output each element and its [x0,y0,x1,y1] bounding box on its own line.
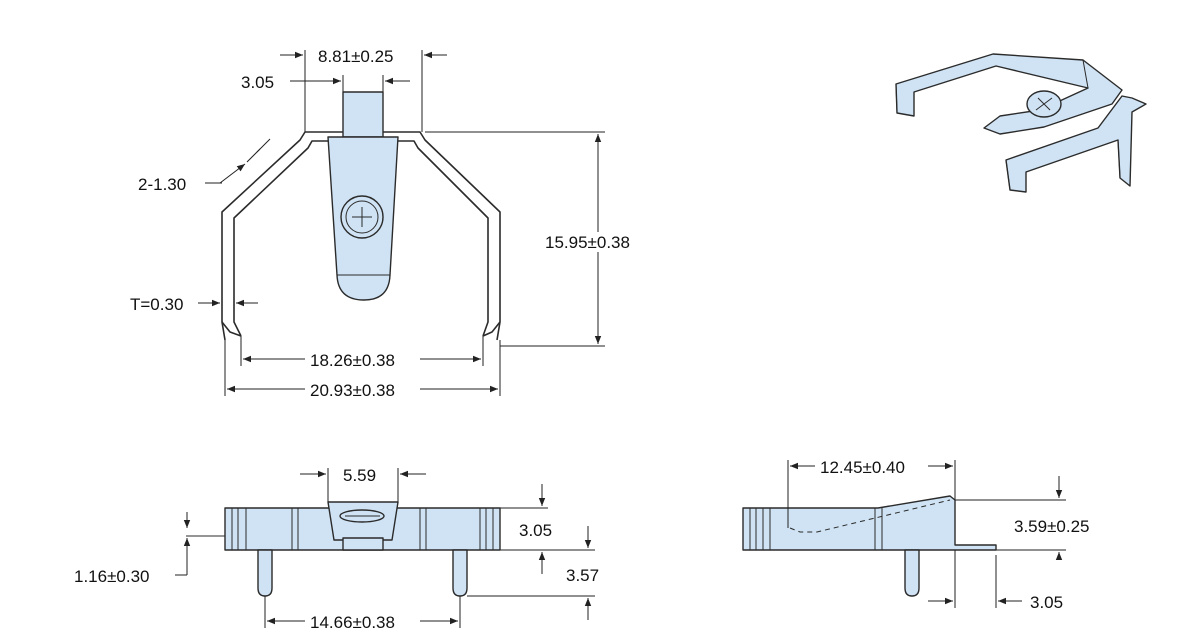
dim-inner-width: 18.26±0.38 [310,351,395,370]
dim-side-pin-offset: 3.05 [1030,593,1063,612]
side-view-pin [904,549,920,597]
dim-left-height: 1.16±0.30 [74,567,150,586]
dim-side-length: 12.45±0.40 [820,458,905,477]
front-view-left-pin [257,549,273,597]
front-view: 5.59 1.16±0.30 3.05 3.57 14.66±0.38 [74,466,599,632]
battery-holder-isometric-icon [895,53,1147,193]
dim-shoulder: 2-1.30 [138,175,186,194]
dim-thickness: T=0.30 [130,295,183,314]
top-view-right-hook [482,321,501,337]
screw-inner-icon [345,200,379,234]
dim-tab-width: 8.81±0.25 [318,47,394,66]
top-view-tab [342,91,384,138]
dim-slot-width: 5.59 [343,466,376,485]
dim-body-height: 3.05 [519,521,552,540]
dim-side-height: 3.59±0.25 [1014,517,1090,536]
top-view: 8.81±0.25 3.05 2-1.30 T=0.30 15.95±0.38 … [130,47,630,400]
side-view-body [742,495,997,551]
side-view: 12.45±0.40 3.59±0.25 3.05 [742,458,1090,612]
dim-height: 15.95±0.38 [545,233,630,252]
top-view-left-hook [221,321,242,337]
dim-pin-length: 3.57 [566,566,599,585]
dim-outer-width: 20.93±0.38 [310,381,395,400]
front-view-right-pin [452,549,468,597]
dim-screw-offset: 3.05 [241,73,274,92]
phillips-cross-icon [352,207,372,227]
dim-pin-pitch: 14.66±0.38 [310,613,395,632]
